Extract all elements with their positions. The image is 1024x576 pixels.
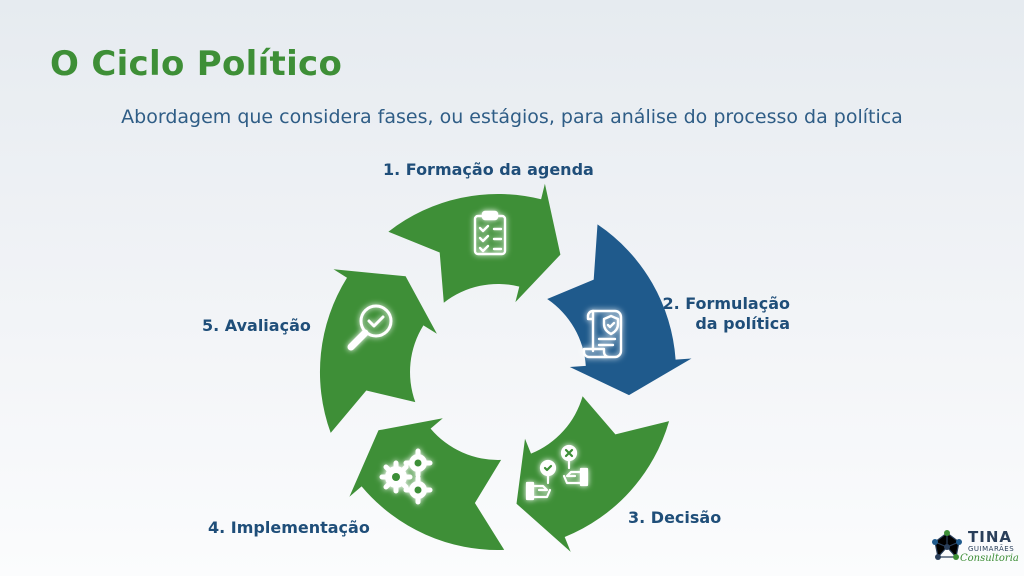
- network-logo-icon: [932, 530, 962, 560]
- gears-icon: [379, 448, 433, 505]
- stage-label-decision: 3. Decisão: [628, 508, 722, 527]
- clipboard-checklist-icon: [473, 210, 507, 256]
- arrow-formulation: [547, 224, 692, 396]
- slide-subtitle: Abordagem que considera fases, ou estági…: [121, 106, 903, 128]
- arrow-implementation: [349, 418, 505, 551]
- logo-script: Consultoria: [960, 553, 1019, 564]
- logo-subtitle: GUIMARÃES: [968, 545, 1015, 553]
- magnifier-check-icon: [347, 304, 393, 351]
- stage-label-evaluation: 5. Avaliação: [202, 316, 311, 335]
- stage-label-formulation: 2. Formulação da política: [662, 294, 790, 333]
- logo-wordmark: TINA: [968, 528, 1012, 546]
- stage-label-implementation: 4. Implementação: [208, 518, 370, 537]
- document-shield-icon: [582, 309, 623, 359]
- arrow-evaluation: [319, 269, 437, 433]
- stage-label-agenda: 1. Formação da agenda: [383, 160, 594, 179]
- hands-vote-icon: [525, 444, 589, 501]
- slide-title: O Ciclo Político: [50, 44, 343, 84]
- company-logo: TINA GUIMARÃES Consultoria: [930, 526, 1020, 570]
- arrow-decision: [516, 396, 670, 552]
